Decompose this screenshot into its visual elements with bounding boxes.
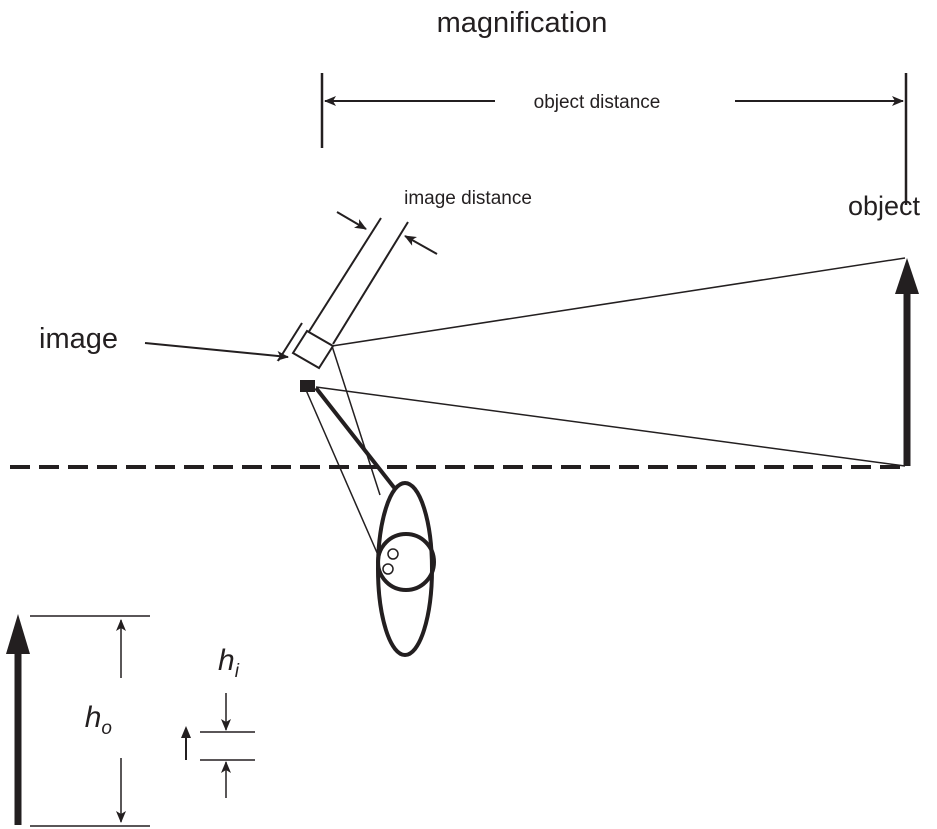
ray-to-eye-top [331, 345, 381, 496]
eye-highlight-lower [382, 563, 394, 575]
image-label: image [39, 323, 118, 355]
object-distance-label: object distance [534, 92, 661, 113]
object-height-arrow [6, 614, 30, 825]
rays [305, 257, 906, 556]
image-distance-arrow-right [404, 235, 438, 255]
object-distance-dimension [320, 73, 908, 205]
eye-highlight-upper [387, 548, 399, 560]
image-height-dimension [200, 693, 255, 798]
ray-object-bottom [315, 386, 906, 467]
line-of-sight [314, 386, 398, 492]
eye-iris [376, 532, 436, 592]
object-arrow [895, 258, 919, 466]
object-height-dimension [30, 615, 150, 827]
object-height-symbol: ho [85, 701, 112, 739]
image-pointer-arrow [144, 342, 289, 361]
diagram-title: magnification [437, 7, 608, 39]
ray-object-top [331, 257, 906, 347]
image-distance-arrow-left [336, 211, 367, 230]
ray-to-eye-bottom [305, 389, 379, 556]
object-label: object [848, 191, 921, 221]
lens-element [291, 329, 335, 370]
image-height-symbol: hi [218, 644, 240, 682]
image-distance-left-line [302, 217, 382, 342]
image-distance-dimension [302, 211, 438, 345]
eye [376, 481, 436, 657]
image-height-small-arrow [181, 726, 191, 760]
image-distance-right-line [332, 221, 409, 345]
image-point [300, 380, 315, 392]
image-distance-label: image distance [404, 188, 532, 209]
